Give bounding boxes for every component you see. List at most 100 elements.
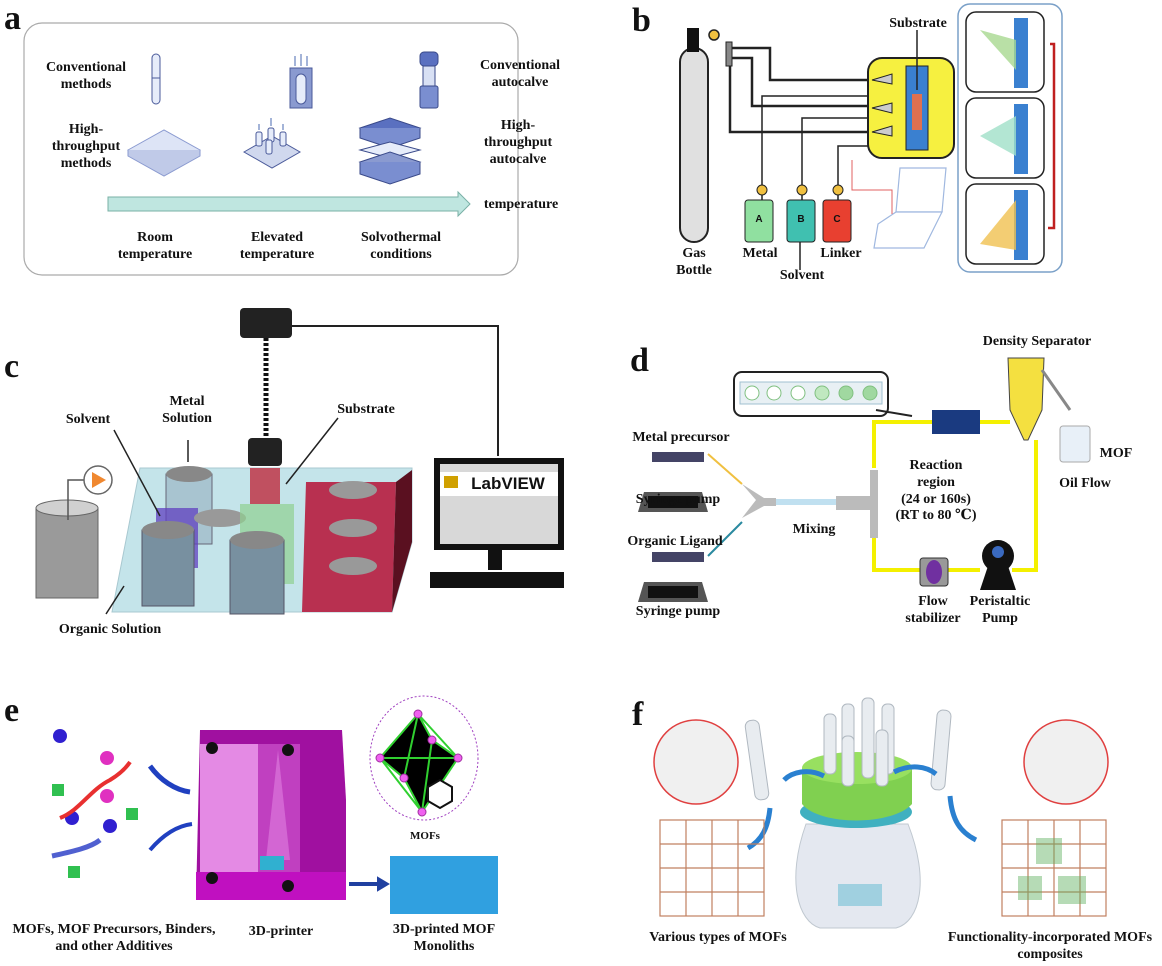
label-inputs: MOFs, MOF Precursors, Binders, and other… (12, 922, 216, 954)
panel-f-label: f (632, 696, 644, 733)
test-tube-icon (151, 53, 161, 105)
metal-container (744, 184, 774, 243)
3d-printer-icon (196, 730, 346, 900)
panel-d: d (580, 300, 1162, 640)
temperature-arrow (107, 190, 471, 218)
mof-lattice-left (659, 819, 765, 917)
panel-e-label: e (4, 692, 20, 729)
label-temperature: temperature (483, 197, 559, 212)
substrate-rack (302, 470, 412, 612)
label-3d-printer: 3D-printer (248, 924, 314, 939)
label-organic-ligand: Organic Ligand (627, 534, 723, 549)
peristaltic-pump (980, 540, 1016, 590)
label-solvothermal-conditions: Solvothermal conditions (360, 230, 442, 262)
label-metal: Metal (742, 246, 778, 261)
solvent-container (786, 184, 816, 270)
organic-solution-beaker (35, 479, 99, 599)
left-magnifier (653, 719, 739, 805)
label-solvent: Solvent (779, 268, 825, 283)
label-flow-stabilizer: Flow stabilizer (905, 594, 961, 626)
mof-octahedron-icon (369, 695, 479, 821)
pump-icon (83, 465, 113, 495)
heated-vessel-icon (289, 54, 313, 109)
process-arrow (349, 876, 390, 892)
y-mixer (742, 484, 776, 518)
mof-lattice-right (1001, 819, 1107, 917)
valve-icon (708, 29, 720, 41)
label-substrate: Substrate (889, 16, 947, 31)
mof-monolith (390, 856, 498, 914)
label-high-throughput-autoclave: High- throughput autocalve (483, 118, 553, 167)
mof-beaker (1059, 425, 1091, 463)
vortex-mixer-icon (795, 752, 921, 929)
gas-bottle-icon (679, 47, 709, 243)
transfer-arrows (746, 764, 978, 851)
label-mixing: Mixing (792, 522, 836, 537)
panel-d-label: d (630, 342, 649, 379)
panel-b-label: b (632, 2, 651, 39)
container-a-label: A (755, 214, 763, 225)
mixing-tube (776, 499, 836, 505)
autoclave-icon (419, 51, 439, 109)
label-metal-solution: Metal Solution (162, 394, 212, 426)
label-mofs: MOFs (410, 830, 440, 842)
density-separator (1007, 357, 1045, 441)
label-metal-precursor: Metal precursor (632, 430, 730, 445)
flow-loop (872, 420, 1038, 572)
panel-f-graphics (653, 697, 1109, 929)
additive-particles (51, 729, 193, 878)
panel-e-graphics (51, 695, 498, 914)
syringe-pump-2 (638, 552, 708, 602)
label-room-temperature: Room temperature (117, 230, 193, 262)
panel-a-graphics (23, 22, 519, 276)
label-high-throughput-methods: High- throughput methods (51, 122, 121, 171)
label-organic-solution: Organic Solution (58, 622, 162, 637)
panel-a: a (0, 0, 580, 290)
centrifuge-tubes (823, 697, 895, 787)
panel-e: e (0, 660, 580, 966)
panel-a-label: a (4, 0, 21, 37)
ht-autoclave-icon (358, 117, 422, 185)
laptop-icon (873, 167, 947, 249)
gas-lines (728, 46, 870, 134)
label-linker: Linker (820, 246, 862, 261)
linker-container (822, 184, 852, 243)
container-b-label: B (797, 214, 805, 225)
panel-f: f (580, 660, 1162, 966)
label-density-separator: Density Separator (982, 334, 1092, 349)
label-oil-flow: Oil Flow (1059, 476, 1111, 491)
label-solvent: Solvent (65, 412, 111, 427)
labview-logo-text: LabVIEW (471, 474, 545, 493)
functional-guests (1018, 838, 1086, 904)
substrate-block (250, 468, 280, 504)
label-syringe-pump-2: Syringe pump (635, 604, 721, 619)
vial-array-icon (242, 118, 302, 169)
labview-monitor (430, 458, 564, 588)
container-c-label: C (833, 214, 841, 225)
left-tube (744, 719, 770, 801)
label-reaction-region: Reaction region (24 or 160s) (RT to 80 ℃… (895, 458, 977, 524)
label-elevated-temperature: Elevated temperature (239, 230, 315, 262)
t-junction (836, 470, 878, 538)
label-conventional-autoclave: Conventional autocalve (479, 58, 561, 90)
label-3d-printed-monoliths: 3D-printed MOF Monoliths (392, 922, 496, 954)
label-conventional-methods: Conventional methods (45, 60, 127, 92)
label-substrate: Substrate (337, 402, 395, 417)
label-peristaltic-pump: Peristaltic Pump (969, 594, 1031, 626)
label-functional-mof-composites: Functionality-incorporated MOFs composit… (947, 930, 1153, 962)
label-various-mofs: Various types of MOFs (649, 930, 787, 945)
panel-c-label: c (4, 348, 20, 385)
label-syringe-pump-1: Syringe pump (635, 492, 721, 507)
stepper-motor (240, 308, 292, 338)
well-plate-icon (126, 129, 202, 177)
panel-c-graphics (35, 308, 564, 615)
reaction-coil (932, 410, 980, 434)
panel-d-graphics (638, 357, 1091, 602)
right-tube (930, 709, 952, 791)
spray-nozzles (871, 73, 893, 137)
panel-c: c (0, 290, 580, 650)
panel-b: b (580, 0, 1162, 300)
syringe-pump-1 (638, 452, 708, 512)
right-magnifier (1023, 719, 1109, 805)
reagent-vials (141, 466, 294, 615)
